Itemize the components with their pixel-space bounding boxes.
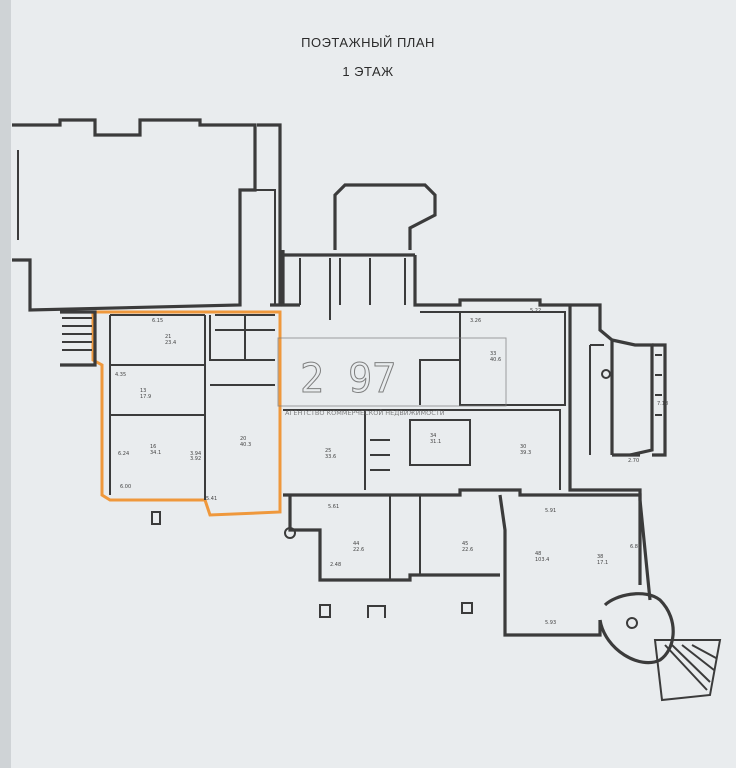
room-area: 103.4 xyxy=(535,557,549,563)
room-number: 34 xyxy=(430,433,436,439)
room-number: 48 xyxy=(535,551,541,557)
room-number: 13 xyxy=(140,388,146,394)
room-number: 21 xyxy=(165,334,171,340)
wing-center-corridors xyxy=(281,183,437,320)
watermark-caption: АГЕНТСТВО КОММЕРЧЕСКОЙ НЕДВИЖИМОСТИ xyxy=(285,408,445,417)
room-number: 38 xyxy=(597,554,603,560)
dimension-label: 6.24 xyxy=(118,451,129,457)
floor-label: 1 ЭТАЖ xyxy=(342,64,394,79)
dimension-label: 5.61 xyxy=(328,504,339,510)
room-area: 17.9 xyxy=(140,394,151,400)
dimension-label: 2.48 xyxy=(330,562,341,568)
room-number: 25 xyxy=(325,448,331,454)
room-number: 20 xyxy=(240,436,246,442)
dimension-label: 6.00 xyxy=(120,484,131,490)
dimension-label: 3.26 xyxy=(470,318,481,324)
room-labels: 2123.41317.91634.12040.32533.63039.34422… xyxy=(140,334,608,566)
watermark: 2 97 АГЕНТСТВО КОММЕРЧЕСКОЙ НЕДВИЖИМОСТИ xyxy=(277,337,507,417)
watermark-number: 2 97 xyxy=(300,356,396,402)
room-number: 45 xyxy=(462,541,468,547)
dimension-label: 5.91 xyxy=(545,508,556,514)
watermark-frame xyxy=(277,337,507,407)
right-ramp xyxy=(652,343,667,457)
dimension-label: 5.41 xyxy=(206,496,217,502)
room-area: 22.6 xyxy=(353,547,364,553)
dimension-label: 3.94 xyxy=(190,451,201,457)
room-number: 44 xyxy=(353,541,359,547)
room-area: 40.3 xyxy=(240,442,251,448)
left-steps xyxy=(60,310,97,367)
highlighted-unit xyxy=(91,310,282,517)
dimension-labels: 6.15 4.35 6.24 3.94 5.61 6.00 5.22 3.26 5.41 5.91… xyxy=(115,308,668,626)
plan-title: ПОЭТАЖНЫЙ ПЛАН xyxy=(301,35,435,50)
dimension-label: 7.18 xyxy=(657,401,668,407)
room-area: 23.4 xyxy=(165,340,176,346)
room-area: 34.1 xyxy=(150,450,161,456)
room-area: 31.1 xyxy=(430,439,441,445)
room-area: 33.6 xyxy=(325,454,336,460)
room-area: 17.1 xyxy=(597,560,608,566)
hall-south xyxy=(283,409,642,637)
dimension-label: 2.70 xyxy=(628,458,639,464)
rotunda-entrance xyxy=(598,592,722,702)
room-area: 40.6 xyxy=(490,357,501,363)
room-number: 16 xyxy=(150,444,156,450)
dimension-label: 4.35 xyxy=(115,372,126,378)
dimension-label: 5.93 xyxy=(545,620,556,626)
dimension-label: 6.15 xyxy=(152,318,163,324)
wing-northwest xyxy=(12,118,282,312)
dimension-label: 3.92 xyxy=(190,456,201,462)
dimension-label: 6.81 xyxy=(630,544,641,550)
room-area: 39.3 xyxy=(520,450,531,456)
scan-edge-shadow xyxy=(0,0,11,768)
dimension-label: 5.22 xyxy=(530,308,541,314)
exterior-pillars xyxy=(151,511,473,618)
room-area: 22.6 xyxy=(462,547,473,553)
room-number: 30 xyxy=(520,444,526,450)
wing-east xyxy=(413,255,654,601)
room-number: 33 xyxy=(490,351,496,357)
